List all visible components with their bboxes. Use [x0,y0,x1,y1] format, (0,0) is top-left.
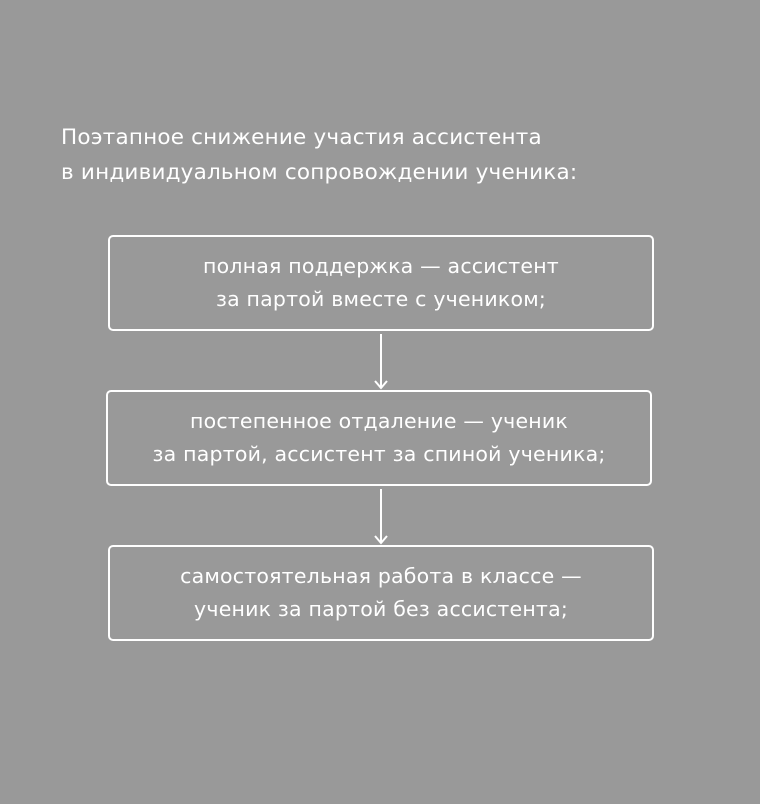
title-line-1: Поэтапное снижение участия ассистента [61,125,542,150]
step-box-gradual-distancing: постепенное отдаление — ученик за партой… [106,390,652,486]
step-text-line: самостоятельная работа в классе — [180,564,582,588]
step-text-line: полная поддержка — ассистент [203,254,559,278]
arrow-2 [374,489,388,545]
title-line-2: в индивидуальном сопровождении ученика: [61,160,578,185]
step-box-independent-work: самостоятельная работа в классе — ученик… [108,545,654,641]
step-text-line: ученик за партой без ассистента; [194,597,568,621]
diagram-title: Поэтапное снижение участия ассистента в … [61,120,577,190]
step-box-full-support: полная поддержка — ассистент за партой в… [108,235,654,331]
step-text-line: за партой, ассистент за спиной ученика; [152,442,606,466]
step-text-line: за партой вместе с учеником; [215,287,547,311]
arrow-1 [374,334,388,390]
step-text-line: постепенное отдаление — ученик [189,409,569,433]
